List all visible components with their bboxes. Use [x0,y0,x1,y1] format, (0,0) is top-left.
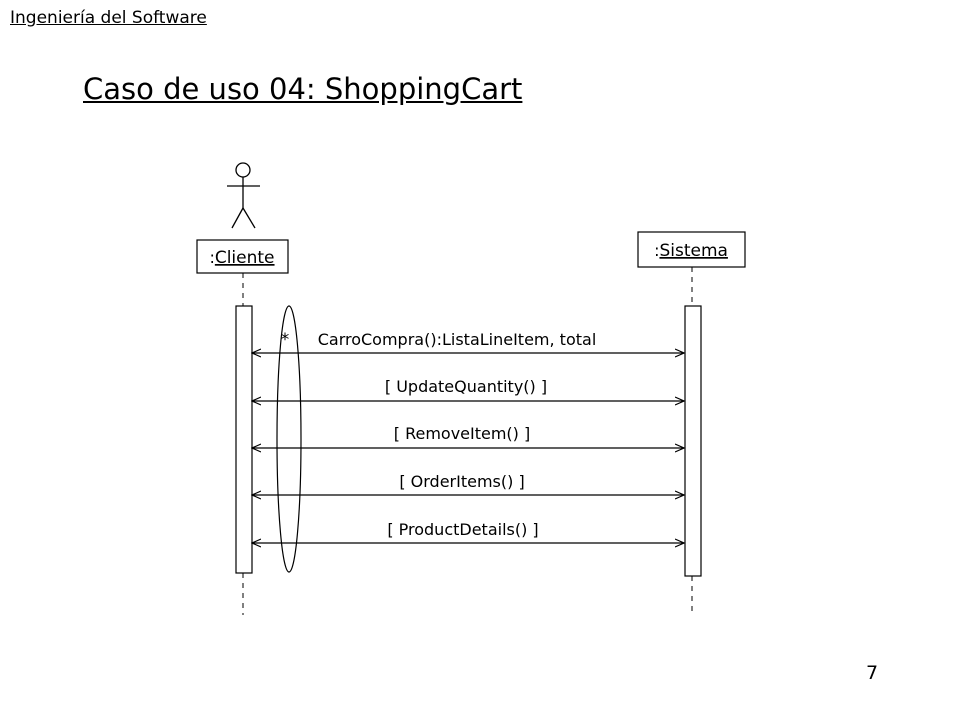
actor-stick-figure-icon [227,162,260,229]
cliente-activation-bar [235,305,253,574]
cliente-object-box: :Cliente [196,239,289,274]
sistema-object-box: :Sistema [637,231,746,268]
page-title: Caso de uso 04: ShoppingCart [83,72,523,106]
sistema-activation-bar [684,305,702,577]
iteration-loop-ellipse [276,305,302,573]
page-number: 7 [866,662,879,684]
message-label: CarroCompra():ListaLineItem, total [318,330,597,349]
message-removeitem: [ RemoveItem() ] [252,424,684,448]
message-updatequantity: [ UpdateQuantity() ] [252,377,684,401]
message-list: CarroCompra():ListaLineItem, total [ Upd… [252,330,684,543]
message-carrocompra: CarroCompra():ListaLineItem, total [252,330,684,353]
message-label: [ OrderItems() ] [399,472,524,491]
cliente-object-label: :Cliente [209,248,274,268]
message-productdetails: [ ProductDetails() ] [252,520,684,543]
course-header: Ingeniería del Software [10,8,207,28]
message-orderitems: [ OrderItems() ] [252,472,684,495]
message-label: [ ProductDetails() ] [387,520,538,539]
message-label: [ RemoveItem() ] [394,424,531,443]
message-label: [ UpdateQuantity() ] [385,377,547,396]
sistema-object-label: :Sistema [654,241,728,261]
loop-marker: * [281,330,290,350]
